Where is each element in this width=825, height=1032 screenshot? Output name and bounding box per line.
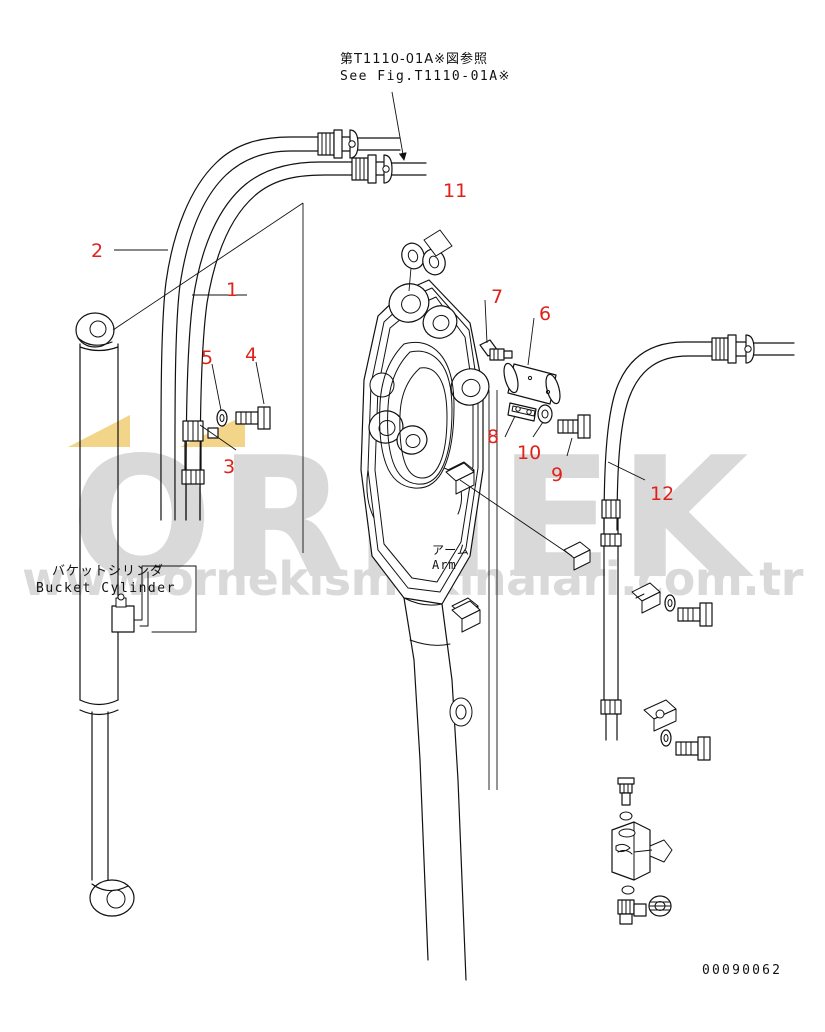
- arm-label-en: Arm: [432, 558, 457, 572]
- clamp-hardware-lower: [643, 699, 711, 761]
- callout-number: 2: [91, 240, 104, 262]
- callout-number: 4: [245, 344, 258, 366]
- bucket-cylinder-label-en: Bucket Cylinder: [36, 581, 176, 596]
- bolt-item-4: [235, 406, 271, 430]
- drawing-part-number: 00090062: [702, 963, 783, 978]
- callout-number: 7: [491, 286, 504, 308]
- arm-label-jp: アーム: [432, 543, 470, 557]
- grease-fitting-item-7: [479, 299, 513, 361]
- callout-number: 5: [201, 347, 214, 369]
- callout-number: 11: [443, 180, 468, 202]
- arm-clamp-blocks: [445, 462, 591, 633]
- reference-note-leader: [391, 91, 407, 161]
- callout-number: 8: [487, 426, 500, 448]
- valve-block-assembly: [611, 777, 673, 925]
- callout-number: 9: [551, 464, 564, 486]
- retainer-plate-item-8: [504, 402, 537, 438]
- washers-item-11: [401, 229, 453, 292]
- upper-hose-assembly: [160, 129, 427, 521]
- callout-number: 1: [226, 279, 239, 301]
- washer-item-5: [216, 409, 228, 427]
- bolt-item-9: [557, 414, 591, 457]
- bucket-cylinder: [75, 312, 197, 917]
- callout-number: 6: [539, 303, 552, 325]
- reference-note-jp: 第T1110-01A※図参照: [340, 52, 489, 67]
- callout-number: 10: [517, 442, 542, 464]
- arm-casting: [360, 279, 490, 981]
- pin-item-6: [503, 317, 561, 405]
- reference-note-en: See Fig.T1110-01A※: [340, 69, 511, 84]
- callout-number: 3: [223, 456, 236, 478]
- construction-lines: [112, 202, 498, 790]
- callout-number: 12: [650, 483, 675, 505]
- washer-item-10: [532, 404, 553, 438]
- bucket-cylinder-label-jp: バケットシリンダ: [52, 564, 165, 579]
- clamp-hardware-upper: [631, 582, 713, 627]
- callout-leaders: [114, 249, 265, 451]
- right-hose-assembly: [600, 334, 795, 741]
